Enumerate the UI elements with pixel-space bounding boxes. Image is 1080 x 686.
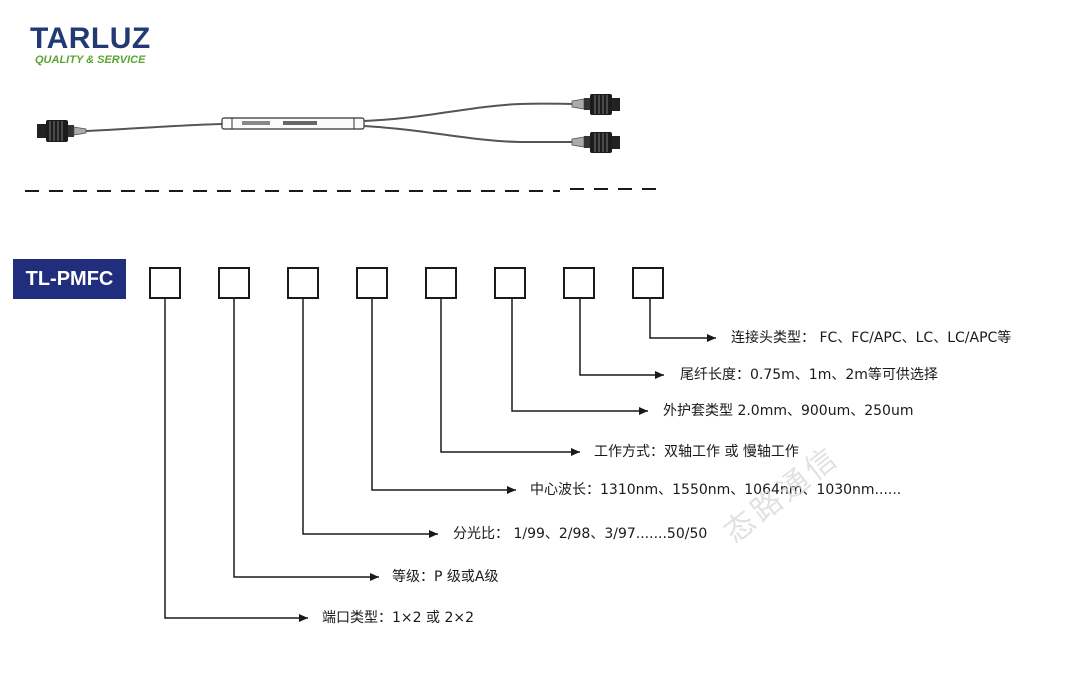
desc-working-mode: 工作方式：双轴工作 或 慢轴工作 xyxy=(594,443,799,461)
leader-line-jacket-type xyxy=(511,297,648,415)
desc-jacket-type: 外护套类型 2.0mm、900um、250um xyxy=(663,402,913,420)
logo-name: TARLUZ xyxy=(30,22,151,55)
desc-grade: 等级：P 级或A级 xyxy=(392,568,498,586)
logo-tagline: QUALITY & SERVICE xyxy=(35,54,146,66)
output-fiber-1 xyxy=(363,102,581,122)
leader-line-grade xyxy=(233,297,379,581)
fiber-coupler-illustration xyxy=(25,94,660,192)
code-box-jacket-type xyxy=(494,267,526,299)
desc-label: 中心波长： xyxy=(530,482,600,498)
desc-values: 1×2 或 2×2 xyxy=(392,610,474,626)
code-box-working-mode xyxy=(425,267,457,299)
desc-label: 尾纤长度： xyxy=(680,367,750,383)
right-connector-bottom-icon xyxy=(571,132,620,153)
leader-line-working-mode xyxy=(440,297,580,456)
desc-label: 连接头类型： xyxy=(731,330,815,346)
desc-values: P 级或A级 xyxy=(434,569,499,585)
leader-line-wavelength xyxy=(371,297,516,494)
leader-line-connector-type xyxy=(649,297,716,342)
right-connector-top-icon xyxy=(571,94,620,115)
code-box-pigtail-length xyxy=(563,267,595,299)
desc-label: 工作方式： xyxy=(594,444,664,460)
leader-line-split-ratio xyxy=(302,297,438,538)
code-box-port-type xyxy=(149,267,181,299)
input-fiber xyxy=(85,123,223,132)
company-logo: TARLUZ QUALITY & SERVICE xyxy=(30,22,151,67)
leader-line-port-type xyxy=(164,297,308,622)
code-box-wavelength xyxy=(356,267,388,299)
desc-wavelength: 中心波长：1310nm、1550nm、1064nm、1030nm...... xyxy=(530,481,901,499)
desc-label: 等级： xyxy=(392,569,434,585)
desc-label: 外护套类型 xyxy=(663,403,733,419)
leader-line-pigtail-length xyxy=(579,297,664,379)
desc-connector-type: 连接头类型： FC、FC/APC、LC、LC/APC等 xyxy=(731,329,1011,347)
model-code-badge: TL-PMFC xyxy=(13,259,126,299)
desc-values: 0.75m、1m、2m等可供选择 xyxy=(750,367,938,383)
desc-label: 端口类型： xyxy=(322,610,392,626)
coupler-body-icon xyxy=(221,117,365,130)
code-box-split-ratio xyxy=(287,267,319,299)
desc-values: 2.0mm、900um、250um xyxy=(737,403,914,419)
left-connector-icon xyxy=(37,120,87,142)
output-fiber-2 xyxy=(363,125,580,143)
desc-split-ratio: 分光比： 1/99、2/98、3/97.......50/50 xyxy=(453,525,707,543)
desc-label: 分光比： xyxy=(453,526,509,542)
desc-values: FC、FC/APC、LC、LC/APC等 xyxy=(819,330,1012,346)
desc-port-type: 端口类型：1×2 或 2×2 xyxy=(322,609,474,627)
code-box-connector-type xyxy=(632,267,664,299)
desc-pigtail-length: 尾纤长度：0.75m、1m、2m等可供选择 xyxy=(680,366,938,384)
desc-values: 1/99、2/98、3/97.......50/50 xyxy=(513,526,708,542)
desc-values: 双轴工作 或 慢轴工作 xyxy=(664,444,799,460)
desc-values: 1310nm、1550nm、1064nm、1030nm...... xyxy=(600,482,902,498)
